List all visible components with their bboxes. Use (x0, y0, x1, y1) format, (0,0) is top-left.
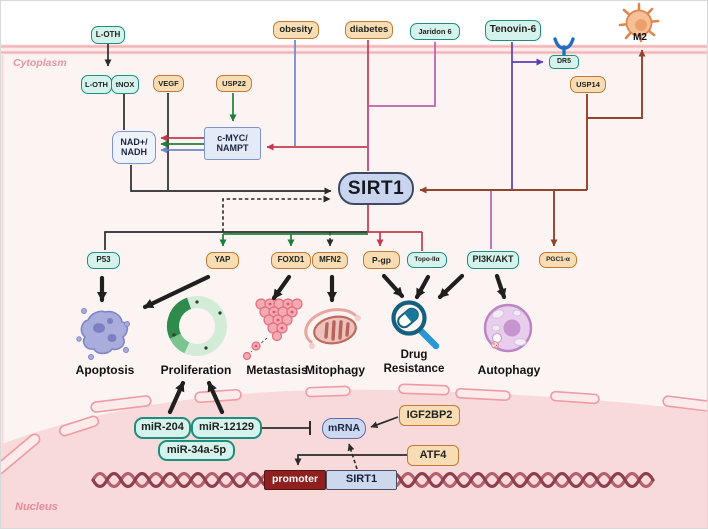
autophagy-icon (483, 303, 533, 353)
nuclear-envelope-dashes (1, 383, 707, 475)
node-mrna: mRNA (322, 418, 366, 439)
node-dr5: DR5 (549, 55, 579, 69)
mitophagy-label: Mitophagy (305, 363, 365, 377)
node-usp14: USP14 (570, 76, 606, 93)
node-tnox: tNOX (111, 75, 139, 94)
node-p53: P53 (87, 252, 120, 269)
apoptosis-icon (76, 308, 130, 360)
apoptosis-label: Apoptosis (75, 363, 135, 377)
node-topo2a: Topo-IIα (407, 252, 447, 268)
node-promoter: promoter (264, 470, 326, 490)
node-mir204: miR-204 (134, 417, 191, 439)
node-foxd1: FOXD1 (271, 252, 311, 269)
proliferation-label: Proliferation (160, 363, 232, 377)
node-yap: YAP (206, 252, 239, 269)
pathway-connectors (104, 40, 646, 470)
autophagy-label: Autophagy (477, 363, 541, 377)
m2-label: M2 (633, 32, 647, 43)
node-cmyc-nampt: c-MYC/NAMPT (204, 127, 261, 160)
node-sirt1-gene: SIRT1 (326, 470, 397, 490)
node-pgp: P-gp (363, 251, 400, 269)
node-mfn2: MFN2 (312, 252, 348, 269)
dr5-receptor-icon (553, 37, 575, 58)
node-diabetes: diabetes (345, 21, 393, 39)
node-obesity: obesity (273, 21, 319, 39)
node-vegf: VEGF (153, 75, 184, 92)
effect-arrows (97, 273, 507, 415)
node-loth-top: L-OTH (91, 26, 125, 44)
node-pgc1a: PGC1-α (539, 252, 577, 268)
node-mir34a5p: miR-34a-5p (158, 440, 235, 461)
node-sirt1: SIRT1 (338, 172, 414, 205)
node-usp22: USP22 (216, 75, 252, 92)
node-loth: L-OTH (81, 75, 112, 94)
drug-resistance-icon (391, 300, 440, 350)
icons (76, 2, 660, 361)
node-tenovin6: Tenovin-6 (485, 20, 541, 41)
node-mir12129: miR-12129 (191, 417, 262, 439)
plasma-membrane (1, 44, 707, 55)
nucleus-label: Nucleus (15, 501, 58, 513)
node-nad-nadh: NAD+/NADH (112, 131, 156, 164)
mitophagy-icon (304, 308, 361, 349)
node-igf2bp2: IGF2BP2 (399, 405, 460, 426)
m2-macrophage-icon (618, 2, 660, 43)
node-pi3k-akt: PI3K/AKT (467, 251, 519, 269)
metastasis-label: Metastasis (246, 363, 308, 377)
proliferation-cycle-icon (167, 296, 228, 357)
metastasis-icon (242, 298, 303, 361)
node-atf4: ATF4 (407, 445, 459, 466)
node-jaridon6: Jaridon 6 (410, 23, 460, 40)
cytoplasm-label: Cytoplasm (13, 57, 67, 69)
nucleus-region (1, 383, 707, 528)
drug-resistance-label: Drug Resistance (383, 349, 445, 375)
